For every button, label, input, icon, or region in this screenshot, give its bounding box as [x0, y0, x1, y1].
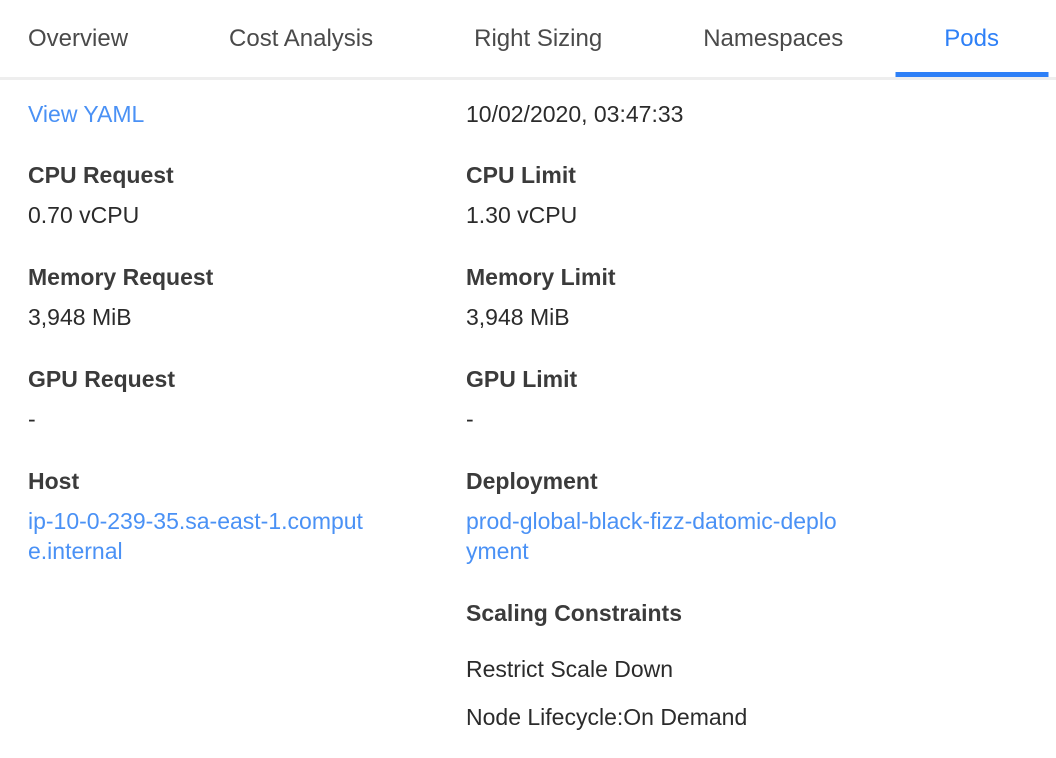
pod-details-panel: View YAML CPU Request 0.70 vCPU Memory R…: [0, 80, 1056, 758]
gpu-request-label: GPU Request: [28, 366, 175, 392]
host-label: Host: [28, 468, 80, 494]
scaling-constraint-node-lifecycle: Node Lifecycle:On Demand: [466, 704, 748, 730]
deployment-label: Deployment: [466, 468, 598, 494]
field-memory-limit: Memory Limit 3,948 MiB: [466, 262, 1028, 332]
tab-bar: Overview Cost Analysis Right Sizing Name…: [0, 0, 1056, 80]
memory-request-label: Memory Request: [28, 264, 214, 290]
gpu-limit-label: GPU Limit: [466, 366, 578, 392]
scaling-constraint-restrict-scale-down: Restrict Scale Down: [466, 656, 674, 682]
details-left-column: View YAML CPU Request 0.70 vCPU Memory R…: [28, 99, 466, 598]
field-deployment: Deployment prod-global-black-fizz-datomi…: [466, 466, 1028, 566]
deployment-link[interactable]: prod-global-black-fizz-datomic-deploymen…: [466, 508, 837, 564]
field-gpu-request: GPU Request -: [28, 364, 466, 434]
details-right-column: 10/02/2020, 03:47:33 CPU Limit 1.30 vCPU…: [466, 99, 1028, 732]
cpu-limit-value: 1.30 vCPU: [466, 202, 578, 228]
tab-right-sizing[interactable]: Right Sizing: [474, 24, 603, 52]
field-cpu-limit: CPU Limit 1.30 vCPU: [466, 160, 1028, 230]
view-yaml-link[interactable]: View YAML: [28, 101, 145, 127]
field-gpu-limit: GPU Limit -: [466, 364, 1028, 434]
cpu-limit-label: CPU Limit: [466, 162, 576, 188]
memory-limit-label: Memory Limit: [466, 264, 616, 290]
gpu-limit-value: -: [466, 406, 474, 432]
gpu-request-value: -: [28, 406, 36, 432]
tab-cost-analysis[interactable]: Cost Analysis: [229, 24, 374, 52]
host-link[interactable]: ip-10-0-239-35.sa-east-1.compute.interna…: [28, 508, 363, 564]
cpu-request-value: 0.70 vCPU: [28, 202, 140, 228]
field-memory-request: Memory Request 3,948 MiB: [28, 262, 466, 332]
pod-timestamp: 10/02/2020, 03:47:33: [466, 101, 684, 127]
memory-limit-value: 3,948 MiB: [466, 304, 570, 330]
cpu-request-label: CPU Request: [28, 162, 174, 188]
field-cpu-request: CPU Request 0.70 vCPU: [28, 160, 466, 230]
tab-pods[interactable]: Pods: [944, 0, 999, 77]
memory-request-value: 3,948 MiB: [28, 304, 132, 330]
field-scaling-constraints: Scaling Constraints: [466, 598, 1028, 628]
tab-namespaces[interactable]: Namespaces: [703, 24, 844, 52]
tab-overview[interactable]: Overview: [28, 24, 129, 52]
scaling-constraints-label: Scaling Constraints: [466, 600, 682, 626]
field-host: Host ip-10-0-239-35.sa-east-1.compute.in…: [28, 466, 466, 566]
